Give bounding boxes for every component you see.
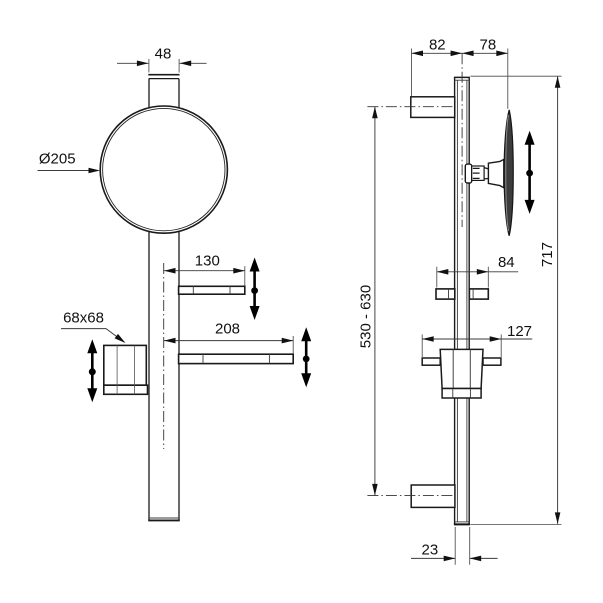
svg-text:Ø205: Ø205: [39, 151, 76, 168]
svg-text:84: 84: [498, 254, 515, 271]
svg-text:127: 127: [507, 323, 532, 340]
svg-text:23: 23: [422, 542, 439, 559]
svg-text:130: 130: [195, 253, 220, 270]
svg-text:82: 82: [429, 36, 446, 53]
svg-text:717: 717: [539, 242, 556, 267]
svg-text:78: 78: [480, 36, 497, 53]
svg-text:208: 208: [215, 321, 240, 338]
svg-text:530 - 630: 530 - 630: [357, 285, 374, 348]
svg-text:48: 48: [155, 46, 172, 63]
svg-text:68x68: 68x68: [63, 310, 104, 327]
